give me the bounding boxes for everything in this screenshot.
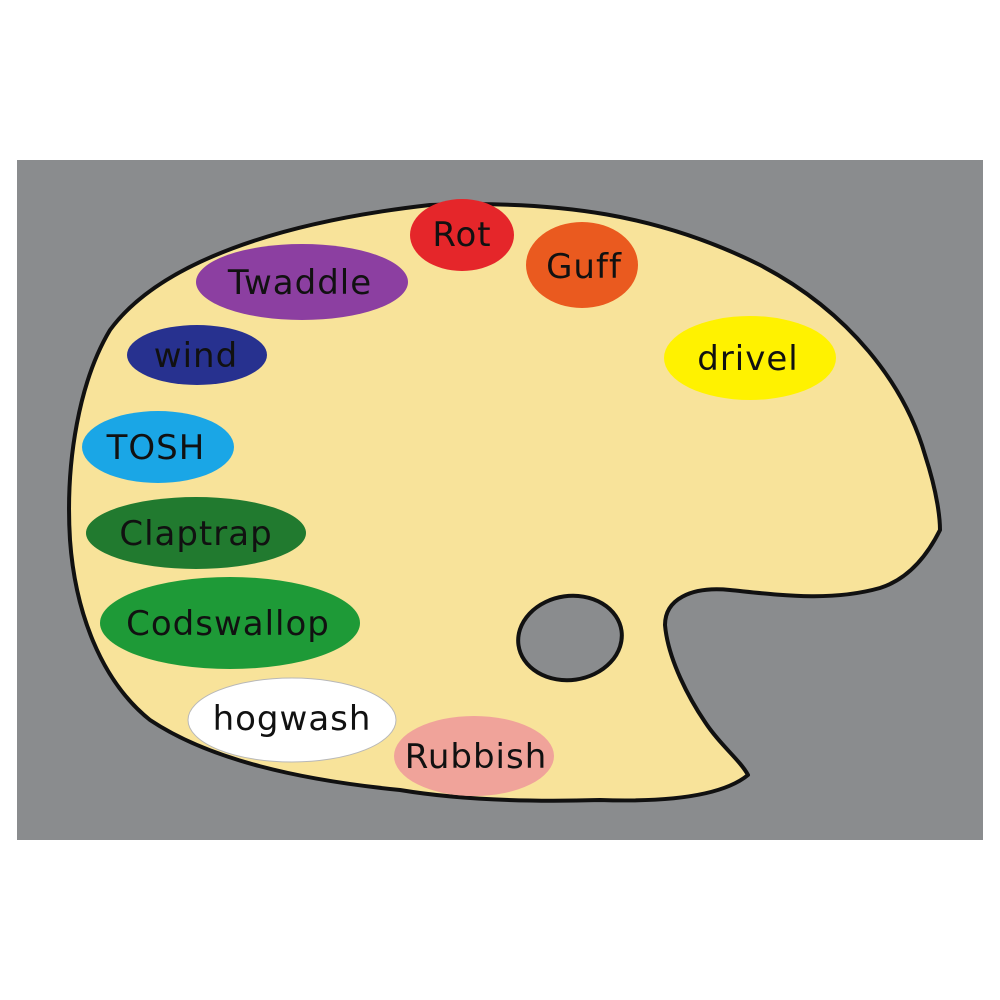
paint-blob-guff: Guff [526, 222, 638, 308]
paint-blob-wind-label: wind [154, 336, 238, 376]
paint-blob-guff-label: Guff [546, 247, 622, 287]
paint-blob-tosh-label: TOSH [106, 428, 206, 468]
paint-blob-wind: wind [127, 325, 267, 385]
paint-blob-claptrap-shape [86, 497, 306, 569]
paint-blob-hogwash-shape [187, 677, 397, 763]
paint-blob-codswallop-label: Codswallop [126, 604, 330, 644]
paint-blob-rubbish: Rubbish [394, 716, 554, 796]
paint-blob-claptrap: Claptrap [86, 497, 306, 569]
paint-blob-hogwash-label: hogwash [213, 699, 372, 739]
paint-blob-drivel-label: drivel [697, 339, 799, 379]
paint-blob-wind-shape [127, 325, 267, 385]
paint-blob-twaddle-label: Twaddle [227, 263, 372, 303]
paint-blob-claptrap-label: Claptrap [119, 514, 272, 554]
paint-blob-drivel-shape [664, 316, 836, 400]
paint-blob-drivel: drivel [664, 316, 836, 400]
paint-blob-tosh: TOSH [82, 411, 234, 483]
paint-blob-twaddle: Twaddle [196, 244, 408, 320]
thumb-hole [516, 593, 624, 683]
paint-blob-hogwash: hogwash [187, 677, 397, 763]
paint-blob-guff-shape [526, 222, 638, 308]
paint-blob-rot-label: Rot [432, 215, 491, 255]
paint-blob-twaddle-shape [196, 244, 408, 320]
paint-blob-tosh-shape [82, 411, 234, 483]
paint-blob-rot: Rot [410, 199, 514, 271]
paint-blob-codswallop: Codswallop [100, 577, 360, 669]
paint-blob-rubbish-label: Rubbish [405, 737, 548, 777]
paint-blob-codswallop-shape [100, 577, 360, 669]
paint-blob-rot-shape [410, 199, 514, 271]
paint-blob-rubbish-shape [394, 716, 554, 796]
